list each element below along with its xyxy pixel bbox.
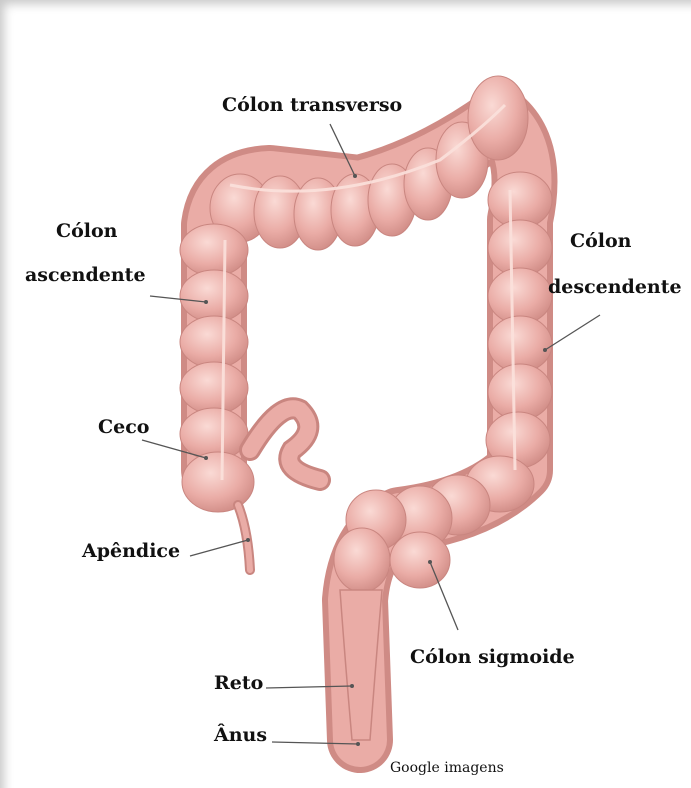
label-colon-descendente-line2: descendente xyxy=(548,276,682,300)
colon-sigmoide-haustra xyxy=(334,475,490,592)
label-colon-sigmoide: Cólon sigmoide xyxy=(410,646,575,670)
image-credit: Google imagens xyxy=(390,760,504,776)
label-apendice: Apêndice xyxy=(82,540,180,564)
label-colon-ascendente-line1: Cólon xyxy=(56,220,118,244)
label-colon-descendente-line1: Cólon xyxy=(570,230,632,254)
label-colon-transverso: Cólon transverso xyxy=(222,94,402,118)
label-ceco: Ceco xyxy=(98,416,149,440)
label-anus: Ânus xyxy=(214,724,267,748)
label-reto: Reto xyxy=(214,672,263,696)
label-colon-ascendente-line2: ascendente xyxy=(25,264,146,288)
